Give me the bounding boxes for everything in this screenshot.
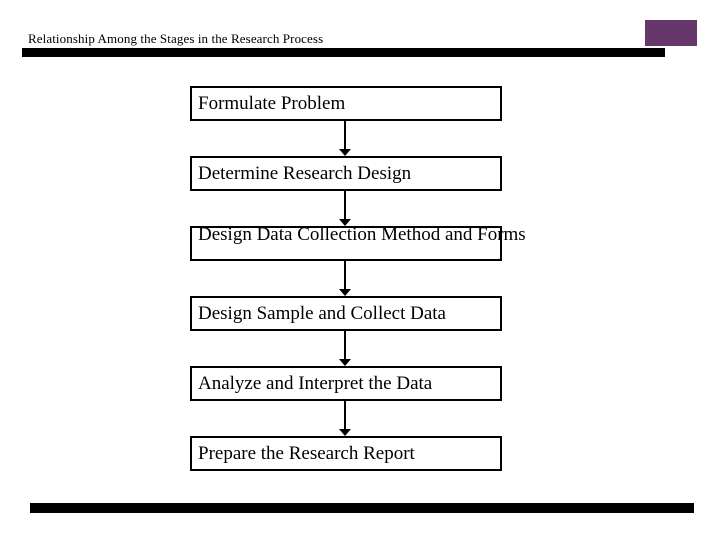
flow-node-step-2[interactable]: Determine Research Design [190,156,502,191]
footer-divider-bottom [30,503,694,513]
connector-4-5 [344,331,346,359]
flow-node-label: Formulate Problem [198,92,346,114]
down-arrow-icon [339,219,351,226]
page-title: Relationship Among the Stages in the Res… [28,31,324,46]
flow-node-label: Prepare the Research Report [198,442,415,464]
connector-2-3 [344,191,346,219]
accent-block [645,20,697,46]
down-arrow-icon [339,429,351,436]
down-arrow-icon [339,359,351,366]
flow-node-step-5[interactable]: Analyze and Interpret the Data [190,366,502,401]
title-divider-top [22,48,665,57]
down-arrow-icon [339,289,351,296]
flow-node-label: Design Data Collection Method and Forms [198,224,526,245]
connector-3-4 [344,261,346,289]
flow-node-step-6[interactable]: Prepare the Research Report [190,436,502,471]
connector-1-2 [344,121,346,149]
connector-5-6 [344,401,346,429]
down-arrow-icon [339,149,351,156]
flow-node-label: Analyze and Interpret the Data [198,372,433,394]
flow-node-label: Determine Research Design [198,162,412,184]
flow-node-step-4[interactable]: Design Sample and Collect Data [190,296,502,331]
flow-node-step-1[interactable]: Formulate Problem [190,86,502,121]
flow-node-step-3[interactable]: Design Data Collection Method and Forms [190,224,526,261]
flow-node-label: Design Sample and Collect Data [198,302,446,324]
